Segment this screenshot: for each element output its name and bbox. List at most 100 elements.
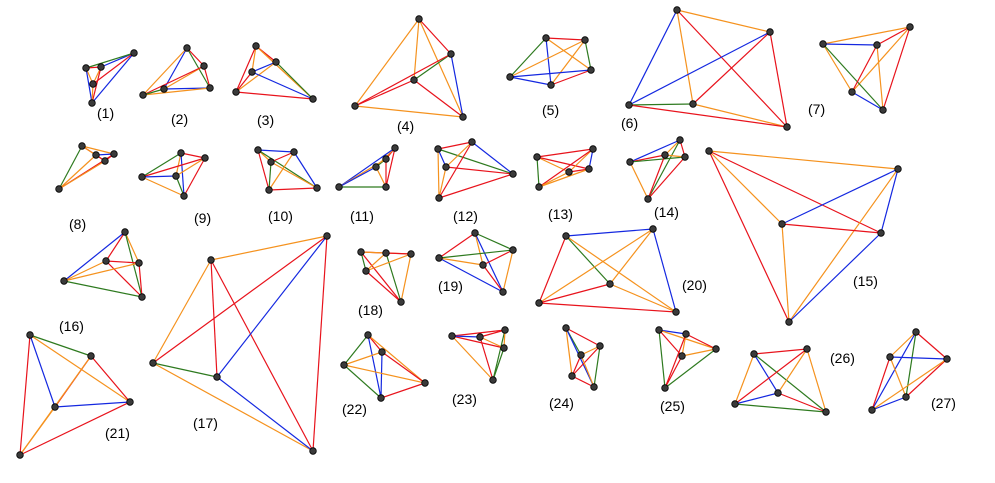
graph-24-edge-AD bbox=[565, 327, 573, 377]
graph-19-node-C bbox=[435, 254, 443, 262]
graph-14-edge-BC bbox=[629, 154, 666, 163]
graph-4-edge-DE bbox=[354, 105, 464, 118]
graph-18-node-E bbox=[397, 298, 405, 306]
graph-25-edge-AC bbox=[658, 329, 683, 357]
graph-13-node-C bbox=[565, 168, 573, 176]
graph-21-node-C bbox=[51, 403, 59, 411]
graph-7-edge-CE bbox=[876, 44, 884, 111]
graph-2-node-A bbox=[183, 44, 191, 52]
graph-5-edge-BC bbox=[584, 39, 592, 71]
graph-22-edge-BC bbox=[343, 351, 383, 366]
graph-22-node-A bbox=[364, 331, 372, 339]
graph-25-edge-BE bbox=[664, 333, 687, 389]
graph-21-node-B bbox=[87, 352, 95, 360]
graph-21-label: (21) bbox=[105, 425, 130, 441]
graph-19-edge-BE bbox=[482, 264, 504, 293]
graph-12: (12) bbox=[434, 138, 517, 224]
graph-11-node-D bbox=[335, 183, 343, 191]
graph-23-edge-AE bbox=[479, 329, 506, 338]
graph-10: (10) bbox=[254, 146, 321, 224]
graph-20-edge-AB bbox=[565, 228, 654, 237]
graph-14-node-A bbox=[676, 136, 684, 144]
graph-17-edge-AC bbox=[152, 259, 212, 364]
graph-21-node-E bbox=[16, 451, 24, 459]
graph-14-edge-BD bbox=[629, 161, 649, 200]
graph-12-edge-DE bbox=[438, 173, 514, 199]
graph-13-edge-AE bbox=[536, 156, 590, 170]
graph-5-edge-AB bbox=[545, 37, 586, 41]
graph-9-node-C bbox=[138, 173, 146, 181]
graph-27-edge-DE bbox=[871, 396, 907, 411]
graph-13-edge-CD bbox=[538, 171, 570, 188]
graph-2-label: (2) bbox=[171, 111, 188, 127]
graph-16-edge-AB bbox=[105, 231, 126, 262]
graph-9-node-B bbox=[201, 154, 209, 162]
graph-25-edge-BD bbox=[685, 333, 717, 350]
graph-3-edge-AD bbox=[235, 45, 257, 93]
graph-20-edge-CD bbox=[538, 283, 611, 304]
graph-26-edge-BC bbox=[777, 348, 808, 394]
graph-17-edge-DE bbox=[216, 376, 314, 452]
graph-6-edge-CD bbox=[628, 103, 694, 106]
graph-20-node-A bbox=[562, 232, 570, 240]
graph-9-edge-AC bbox=[141, 152, 182, 178]
graph-3-edge-CD bbox=[235, 71, 253, 93]
graph-15-edge-AD bbox=[708, 150, 882, 234]
graph-17-node-B bbox=[323, 232, 331, 240]
graph-9-edge-AE bbox=[180, 152, 185, 197]
graph-7-edge-BD bbox=[822, 43, 853, 93]
graph-3-node-A bbox=[252, 42, 260, 50]
graph-15-node-E bbox=[785, 318, 793, 326]
graph-5-node-C bbox=[587, 66, 595, 74]
graph-24: (24) bbox=[549, 324, 604, 411]
graph-6: (6) bbox=[621, 6, 791, 131]
graph-18-node-D bbox=[407, 250, 415, 258]
graph-6-edge-CE bbox=[692, 103, 788, 128]
graph-22-edge-AD bbox=[367, 334, 426, 384]
graph-14-node-D bbox=[644, 195, 652, 203]
graph-16-node-B bbox=[102, 257, 110, 265]
graph-22-node-E bbox=[377, 394, 385, 402]
graph-21-node-D bbox=[126, 398, 134, 406]
graph-12-node-D bbox=[435, 194, 443, 202]
graph-4: (4) bbox=[351, 15, 467, 134]
graph-22-label: (22) bbox=[342, 401, 367, 417]
graph-18-edge-CE bbox=[365, 270, 402, 303]
graph-3: (3) bbox=[232, 42, 317, 128]
graph-16-edge-AC bbox=[63, 231, 126, 282]
graph-24-edge-DE bbox=[571, 375, 595, 388]
graph-10-edge-AE bbox=[257, 149, 318, 189]
graph-26-node-C bbox=[774, 389, 782, 397]
graph-19-edge-AD bbox=[474, 232, 514, 251]
graph-19-node-D bbox=[509, 246, 517, 254]
graph-3-edge-DE bbox=[235, 91, 314, 100]
graph-26-edge-BE bbox=[806, 348, 827, 413]
graph-13-edge-AD bbox=[536, 156, 540, 188]
graph-3-edge-AC bbox=[251, 45, 257, 73]
graph-19: (19) bbox=[435, 229, 517, 296]
graph-25-node-A bbox=[655, 326, 663, 334]
graph-5-edge-BD bbox=[509, 39, 586, 78]
graph-24-node-B bbox=[596, 342, 604, 350]
graph-16-edge-AD bbox=[124, 231, 140, 264]
graph-27-label: (27) bbox=[931, 395, 956, 411]
graph-3-edge-BE bbox=[275, 61, 314, 100]
graph-9-edge-AB bbox=[180, 152, 206, 159]
graph-6-node-D bbox=[625, 101, 633, 109]
graph-2-edge-AB bbox=[186, 47, 205, 67]
graph-3-node-E bbox=[309, 95, 317, 103]
graph-23-edge-AC bbox=[492, 329, 506, 381]
graph-24-edge-BE bbox=[593, 345, 601, 388]
graph-26-node-D bbox=[731, 400, 739, 408]
graph-2-edge-AD bbox=[163, 47, 188, 90]
graph-19-edge-BD bbox=[482, 249, 514, 266]
graph-1-edge-CE bbox=[85, 67, 93, 104]
graph-10-edge-AD bbox=[257, 149, 270, 191]
graph-18: (18) bbox=[357, 248, 415, 318]
graph-24-node-E bbox=[590, 383, 598, 391]
graph-19-edge-CD bbox=[438, 249, 514, 259]
graph-26-edge-CD bbox=[734, 392, 779, 405]
graph-9-edge-BC bbox=[141, 157, 206, 178]
graph-16-edge-CD bbox=[63, 262, 140, 282]
graph-21-edge-CE bbox=[19, 406, 56, 456]
